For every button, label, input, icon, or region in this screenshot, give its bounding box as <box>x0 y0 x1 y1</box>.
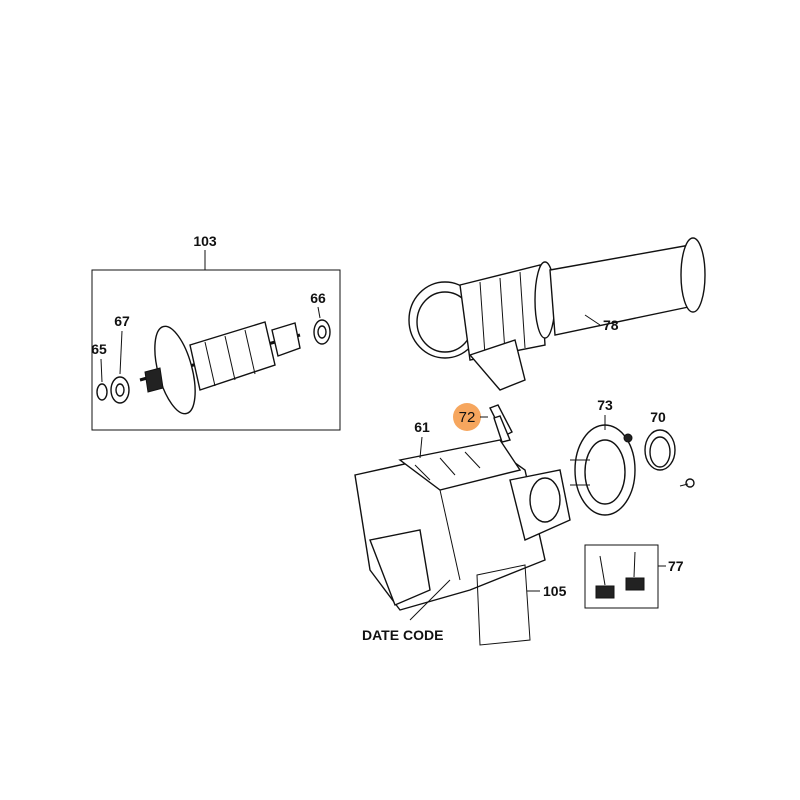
label-61[interactable]: 61 <box>414 419 430 435</box>
label-105[interactable]: 105 <box>543 583 567 599</box>
ring-70[interactable]: 70 <box>644 409 676 471</box>
label-67[interactable]: 67 <box>114 313 130 329</box>
highlight-circle <box>453 403 481 431</box>
side-handle-78[interactable]: 78 <box>408 237 706 391</box>
clip-72[interactable]: 72 <box>453 403 513 443</box>
bearing-67[interactable]: 67 <box>110 313 130 404</box>
label-77[interactable]: 77 <box>668 558 684 574</box>
label-66[interactable]: 66 <box>310 290 326 306</box>
label-65[interactable]: 65 <box>91 341 107 357</box>
label-date-code[interactable]: DATE CODE <box>362 627 443 643</box>
label-72[interactable]: 72 <box>459 409 476 426</box>
label-73[interactable]: 73 <box>597 397 613 413</box>
label-70[interactable]: 70 <box>650 409 666 425</box>
carbon-brushes-77[interactable]: 77 <box>584 544 684 609</box>
label-plate-105[interactable]: 105 <box>476 564 567 646</box>
motor-housing-61[interactable]: 61 DATE CODE <box>354 419 571 643</box>
brush-holder-73[interactable]: 73 <box>570 397 636 516</box>
label-78[interactable]: 78 <box>603 317 619 333</box>
bearing-66[interactable]: 66 <box>310 290 331 345</box>
screw[interactable] <box>679 478 695 488</box>
label-103[interactable]: 103 <box>193 233 217 249</box>
washer-65[interactable]: 65 <box>91 341 108 401</box>
armature-assembly-103[interactable]: 103 <box>91 233 341 431</box>
